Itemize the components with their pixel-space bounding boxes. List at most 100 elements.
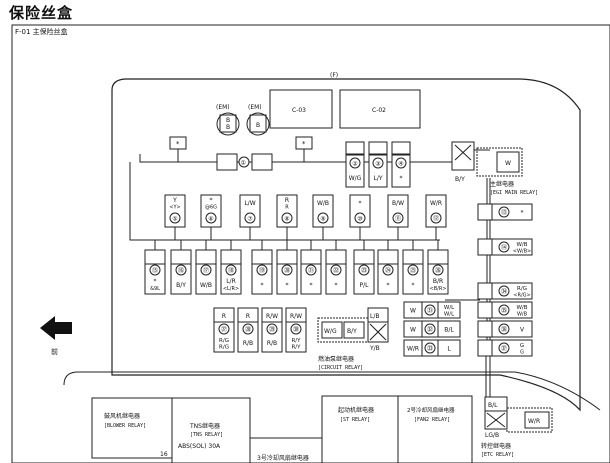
fuse-row3-10: ㉕* bbox=[402, 240, 424, 295]
svg-text:W: W bbox=[410, 327, 416, 334]
svg-text:W/B: W/B bbox=[517, 312, 528, 318]
connector-c03 bbox=[269, 89, 333, 129]
svg-text:W/B: W/B bbox=[516, 305, 527, 311]
svg-text:W/R: W/R bbox=[430, 200, 442, 207]
fan3-relay: 3号冷却风扇继电器 bbox=[249, 437, 323, 463]
fuse-row2-3: RR⑧ bbox=[276, 194, 298, 240]
svg-text:R/W: R/W bbox=[290, 313, 302, 320]
svg-text:㉗: ㉗ bbox=[221, 326, 227, 334]
fuse-row2-6: B/W⑪ bbox=[387, 194, 409, 240]
em-fuse-2: (EM) B bbox=[246, 104, 270, 136]
svg-text:*: * bbox=[176, 140, 180, 148]
svg-text:2号冷却风扇继电器: 2号冷却风扇继电器 bbox=[407, 406, 455, 414]
fuse-row2-5: *⑩ bbox=[349, 194, 371, 240]
fuse-row3-1: ⑯B/Y bbox=[170, 240, 192, 295]
svg-text:㉙: ㉙ bbox=[269, 326, 275, 334]
section-label: F-01 主保险丝盒 bbox=[15, 27, 68, 36]
page-title: 保险丝盒 bbox=[9, 4, 74, 22]
page-frame bbox=[11, 24, 610, 463]
svg-text:B/R: B/R bbox=[433, 278, 443, 285]
fuse-row2-2: L/W⑦ bbox=[239, 194, 261, 240]
connector-c03-label: C-03 bbox=[292, 107, 306, 114]
svg-text:@6G: @6G bbox=[205, 205, 217, 211]
svg-text:主继电器: 主继电器 bbox=[490, 180, 514, 188]
front-arrow-icon bbox=[40, 316, 72, 340]
row3-fuses: ⑮*&9L⑯B/Y⑰W/B⑱L/R<L/R>⑲*⑳*㉑*㉒*㉓P/L㉔*㉕*㉖B… bbox=[144, 240, 449, 295]
em-fuse-1: (EM) B B bbox=[216, 104, 240, 136]
front-label: 前 bbox=[51, 347, 58, 356]
svg-text:*: * bbox=[400, 175, 403, 182]
fuse-4: ④* bbox=[391, 141, 411, 188]
svg-text:*: * bbox=[359, 200, 362, 207]
svg-text:⑲: ⑲ bbox=[259, 267, 265, 275]
svg-text:R: R bbox=[246, 313, 250, 320]
svg-text:R/Y: R/Y bbox=[291, 338, 301, 344]
fuse-row3-6: ㉑* bbox=[300, 240, 322, 295]
svg-text:B/Y: B/Y bbox=[455, 176, 465, 183]
svg-text:㊲: ㊲ bbox=[501, 345, 507, 353]
svg-text:⑬: ⑬ bbox=[501, 209, 507, 217]
svg-text:㉘: ㉘ bbox=[245, 326, 251, 334]
fuse-row3-3: ⑱L/R<L/R> bbox=[220, 240, 242, 295]
svg-text:R/Y: R/Y bbox=[291, 345, 301, 351]
svg-text:㉑: ㉑ bbox=[308, 267, 314, 275]
fuse-row3-8: ㉓P/L bbox=[353, 240, 375, 295]
st-relay: 起动机继电器 [ST RELAY] bbox=[321, 395, 399, 463]
svg-text:⑧: ⑧ bbox=[284, 216, 289, 223]
svg-text:㉖: ㉖ bbox=[435, 267, 441, 275]
svg-text:W/L: W/L bbox=[444, 305, 455, 311]
svg-text:*: * bbox=[387, 282, 390, 289]
svg-text:B/Y: B/Y bbox=[347, 328, 357, 335]
svg-text:㉜: ㉜ bbox=[427, 326, 433, 334]
fuse-3: ③L/Y bbox=[368, 141, 388, 188]
svg-text:⑩: ⑩ bbox=[357, 216, 362, 223]
svg-text:R/B: R/B bbox=[267, 340, 277, 347]
svg-text:L/B: L/B bbox=[370, 313, 379, 320]
svg-text:㉓: ㉓ bbox=[361, 267, 367, 275]
svg-text:W: W bbox=[410, 308, 416, 315]
svg-text:⑮: ⑮ bbox=[152, 267, 158, 275]
svg-text:<B/R>: <B/R> bbox=[430, 286, 447, 292]
svg-text:⑪: ⑪ bbox=[395, 215, 401, 223]
etc-relay: B/L W/R LG/B 转控继电器 [ETC RELAY] bbox=[481, 396, 553, 458]
svg-text:*: * bbox=[154, 278, 157, 285]
svg-text:㉔: ㉔ bbox=[385, 267, 391, 275]
svg-text:⑱: ⑱ bbox=[228, 267, 234, 275]
svg-text:*: * bbox=[335, 282, 338, 289]
svg-text:⑥: ⑥ bbox=[208, 216, 213, 223]
fuse-row3-9: ㉔* bbox=[377, 240, 399, 295]
svg-text:㉟: ㉟ bbox=[501, 307, 507, 315]
svg-text:B/L: B/L bbox=[488, 402, 498, 409]
svg-text:B: B bbox=[226, 117, 230, 124]
svg-text:①: ① bbox=[241, 160, 246, 167]
svg-text:16: 16 bbox=[160, 451, 168, 458]
svg-text:⑰: ⑰ bbox=[203, 267, 209, 275]
svg-text:㉕: ㉕ bbox=[410, 267, 416, 275]
fuse-row2-0: Y<Y>⑤ bbox=[164, 194, 186, 240]
svg-text:R: R bbox=[222, 313, 226, 320]
svg-text:W/G: W/G bbox=[324, 328, 337, 335]
svg-text:W/B: W/B bbox=[516, 242, 527, 248]
svg-text:B: B bbox=[226, 124, 230, 131]
svg-text:③: ③ bbox=[375, 161, 380, 168]
svg-text:转控继电器: 转控继电器 bbox=[481, 442, 511, 450]
row1-fuses: ②W/G③L/Y④* bbox=[345, 141, 411, 188]
fuse-row2-1: *@6G⑥ bbox=[200, 194, 222, 240]
fuse-row3-0: ⑮*&9L bbox=[144, 240, 166, 295]
blower-relay: 鼓风机继电器 [BLOWER RELAY] 16 bbox=[91, 397, 173, 459]
svg-text:㉛: ㉛ bbox=[427, 307, 433, 315]
svg-text:W/G: W/G bbox=[349, 175, 362, 182]
svg-text:<R/G>: <R/G> bbox=[513, 293, 530, 299]
svg-text:㉝: ㉝ bbox=[427, 345, 433, 353]
svg-text:Y/B: Y/B bbox=[369, 345, 380, 352]
